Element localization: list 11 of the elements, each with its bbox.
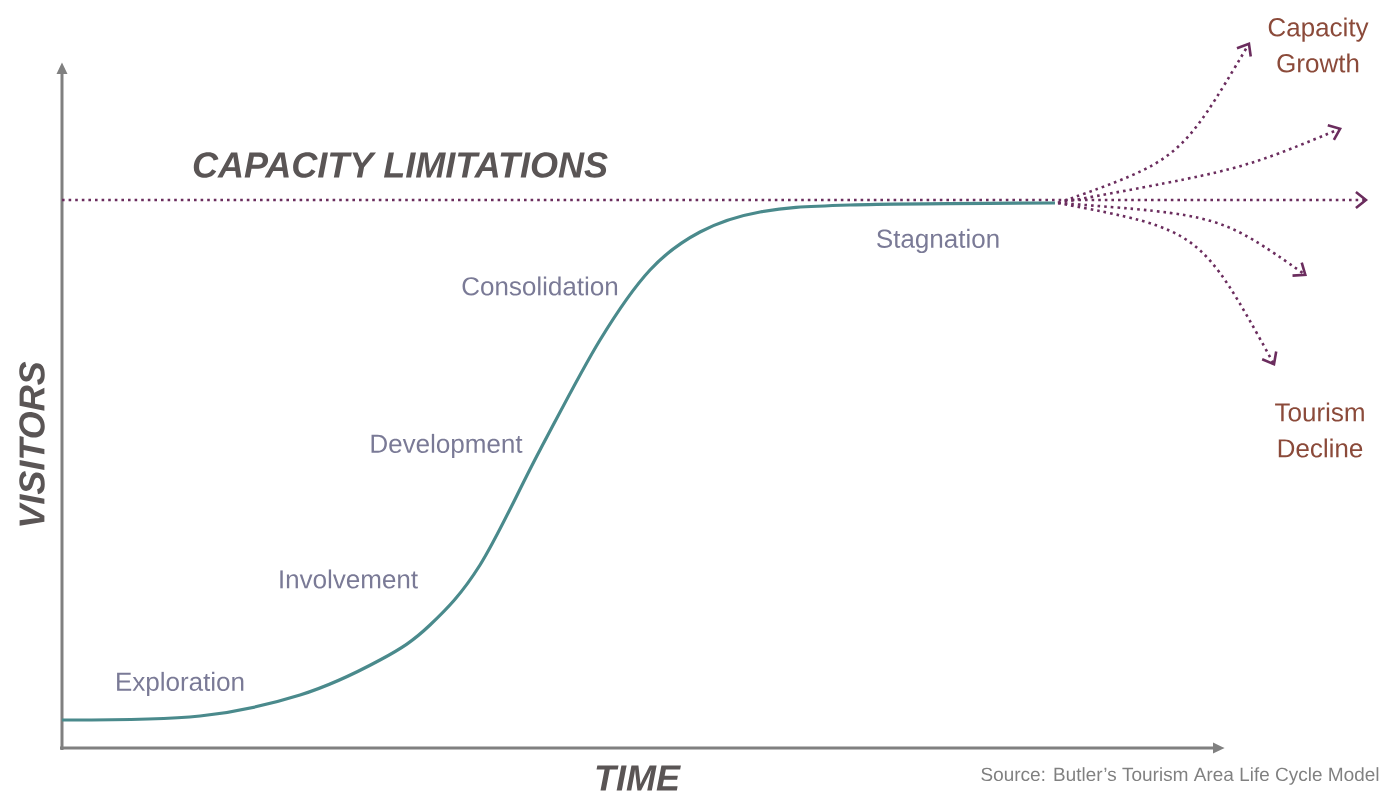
- axis-title: TIME: [596, 765, 681, 791]
- axis-title: VISITORS: [19, 361, 45, 526]
- stage-label: Exploration: [117, 671, 244, 697]
- scenario-label: Tourism Decline: [1275, 402, 1364, 458]
- stage-label: Development: [371, 433, 523, 459]
- limit-label: CAPACITY LIMITATIONS: [193, 152, 608, 178]
- stage-label: Consolidation: [462, 276, 618, 296]
- stage-label: Stagnation: [877, 228, 999, 254]
- stage-label: Involvement: [280, 569, 418, 589]
- source-caption: Source: Butler’s Tourism Area Life Cycle Model: [981, 767, 1379, 785]
- scenario-label: Capacity Growth: [1268, 17, 1369, 73]
